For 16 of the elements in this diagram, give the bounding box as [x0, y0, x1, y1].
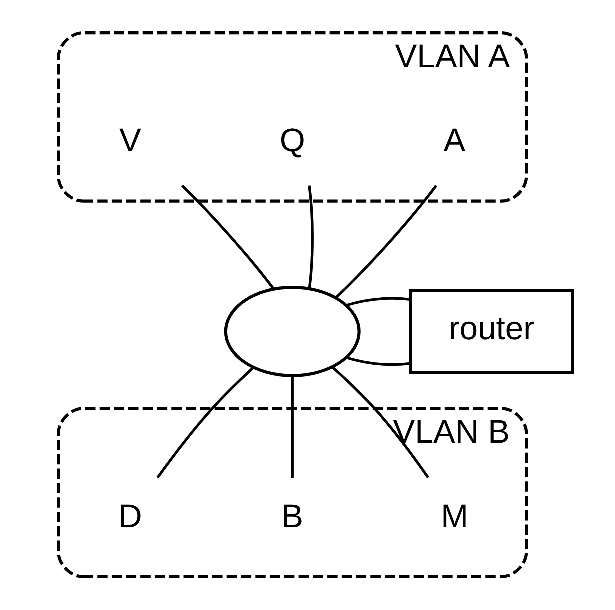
- node-box: router: [409, 289, 574, 374]
- node-ellipse: [224, 286, 361, 378]
- connector: [335, 184, 438, 299]
- node-text: M: [441, 497, 468, 534]
- node-text: A: [444, 122, 466, 159]
- connector: [346, 356, 410, 366]
- connector: [332, 366, 430, 478]
- node-text: Q: [280, 122, 306, 159]
- node-text: B: [282, 497, 304, 534]
- connector: [308, 186, 314, 289]
- connector: [346, 297, 410, 307]
- connector: [291, 376, 294, 478]
- node-text: D: [118, 497, 142, 534]
- node-text: V: [120, 122, 142, 159]
- connector: [182, 184, 275, 290]
- connector: [156, 367, 254, 479]
